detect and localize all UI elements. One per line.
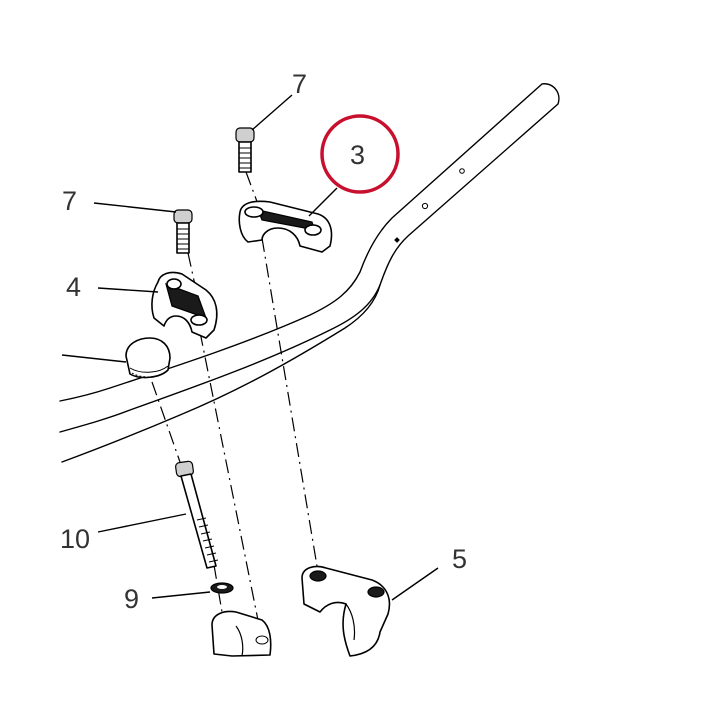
leader-end-cap [61, 354, 127, 363]
end-cap [125, 337, 171, 379]
callout-long-bolt: 10 [60, 524, 90, 554]
callout-bolt-top: 7 [292, 69, 307, 99]
leader-clamp-right [308, 187, 338, 217]
bolt-top [235, 127, 255, 173]
leader-clamp-left [97, 287, 159, 293]
axis-clamp-right-riser [261, 237, 319, 573]
handlebar [59, 83, 560, 463]
leader-bolt-left [93, 202, 177, 213]
axis-clamp-left [199, 331, 263, 641]
axis-long-bolt [213, 564, 223, 613]
callout-riser: 5 [452, 544, 467, 574]
riser [301, 565, 391, 657]
bolt-left [173, 209, 193, 254]
callout-washer: 9 [124, 584, 139, 614]
callout-clamp-left: 4 [66, 272, 81, 302]
callout-clamp-right: 3 [350, 140, 365, 170]
leader-riser [391, 567, 439, 601]
leader-washer [151, 591, 211, 599]
clamp-right [238, 200, 333, 253]
lower-riser-fragment [211, 610, 272, 657]
washer [210, 582, 234, 594]
leader-bolt-top [251, 94, 293, 131]
axis-bolt-left [187, 252, 196, 286]
highlight-circle [320, 114, 400, 194]
callout-bolt-left: 7 [62, 186, 77, 216]
leader-long-bolt [97, 513, 187, 533]
clamp-left [151, 271, 218, 339]
long-bolt [175, 460, 219, 569]
